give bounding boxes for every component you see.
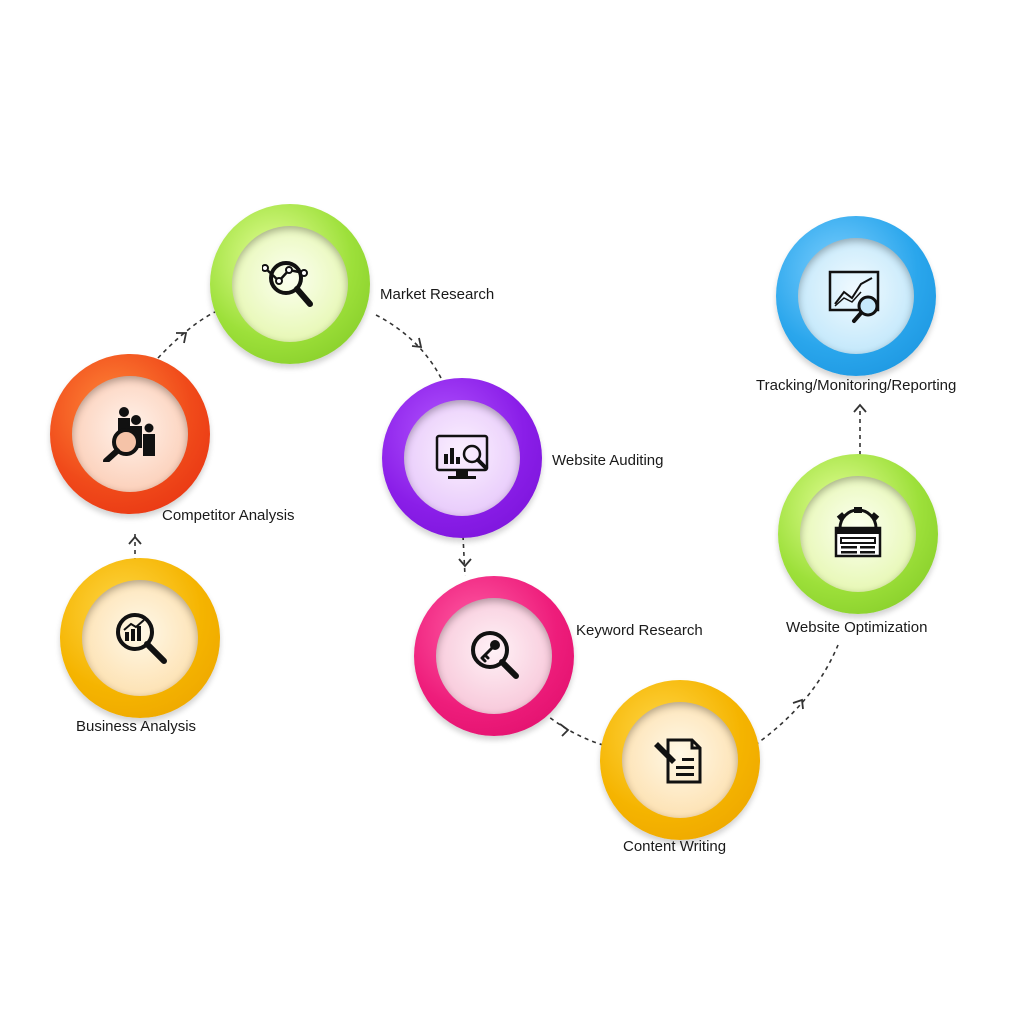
connector-content-to-optimization xyxy=(754,644,839,746)
step-business-analysis[interactable] xyxy=(60,558,220,718)
monitor-magnifier-icon xyxy=(435,434,489,479)
magnifier-trend-icon xyxy=(262,261,313,307)
ring-inner xyxy=(72,376,188,492)
gear-webpage-icon xyxy=(834,507,882,558)
label-tracking-monitoring-reporting: Tracking/Monitoring/Reporting xyxy=(756,377,957,394)
label-content-writing: Content Writing xyxy=(623,838,727,855)
magnifier-key-icon xyxy=(471,631,519,679)
document-pen-icon xyxy=(654,738,702,784)
label-competitor-analysis: Competitor Analysis xyxy=(162,507,295,524)
label-keyword-research: Keyword Research xyxy=(576,622,703,639)
step-competitor-analysis[interactable] xyxy=(50,354,210,514)
connector-auditing-to-keyword xyxy=(458,535,472,577)
ring-inner xyxy=(82,580,198,696)
step-content-writing[interactable] xyxy=(600,680,760,840)
magnifier-chart-icon xyxy=(116,613,167,664)
ring-inner xyxy=(404,400,520,516)
connector-business-to-competitor xyxy=(128,532,142,562)
connector-keyword-to-content xyxy=(543,712,604,746)
label-market-research: Market Research xyxy=(380,286,495,303)
chart-magnifier-icon xyxy=(828,270,880,323)
label-website-auditing: Website Auditing xyxy=(552,452,664,469)
ring-inner xyxy=(798,238,914,354)
label-business-analysis: Business Analysis xyxy=(76,718,197,735)
label-website-optimization: Website Optimization xyxy=(786,619,928,636)
step-market-research[interactable] xyxy=(210,204,370,364)
step-tracking-monitoring-reporting[interactable] xyxy=(776,216,936,376)
ring-inner xyxy=(232,226,348,342)
ring-inner xyxy=(800,476,916,592)
connector-competitor-to-market xyxy=(157,311,216,359)
step-website-auditing[interactable] xyxy=(382,378,542,538)
step-keyword-research[interactable] xyxy=(414,576,574,736)
ring-inner xyxy=(622,702,738,818)
ring-inner xyxy=(436,598,552,714)
step-website-optimization[interactable] xyxy=(778,454,938,614)
connector-optimization-to-tracking xyxy=(853,403,867,455)
connector-market-to-auditing xyxy=(375,314,443,381)
magnifier-people-icon xyxy=(103,407,155,462)
